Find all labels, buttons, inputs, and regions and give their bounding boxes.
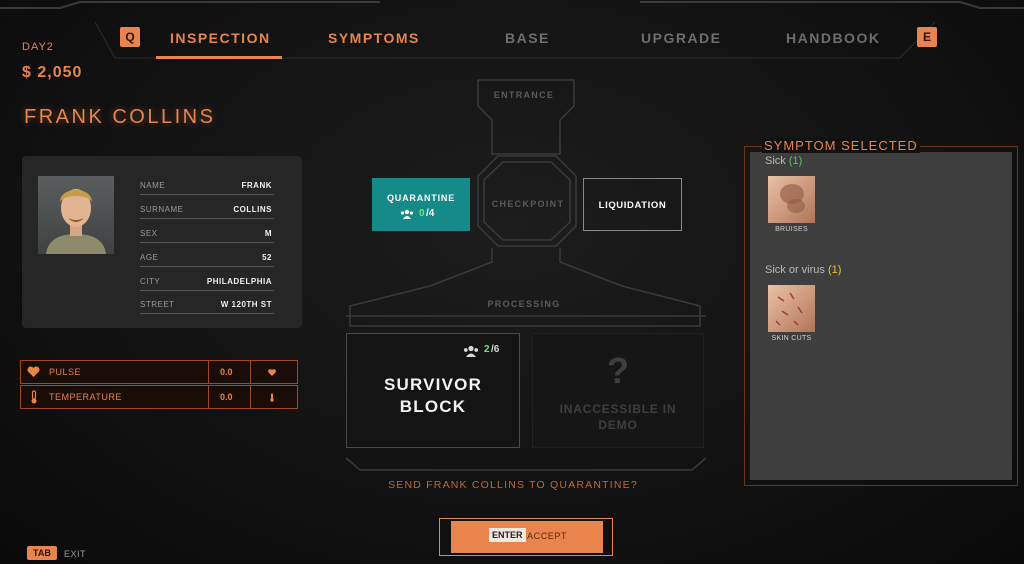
person-name: FRANK COLLINS: [24, 106, 216, 128]
bruises-label: BRUISES: [775, 226, 808, 233]
field-divider: [140, 194, 274, 195]
survivor-block[interactable]: 2 /6 SURVIVOR BLOCK: [346, 333, 520, 448]
field-divider: [140, 218, 274, 219]
temperature-row: TEMPERATURE 0.0: [20, 385, 298, 409]
field-value-surname: COLLINS: [233, 205, 272, 214]
symptom-count: (1): [827, 264, 842, 276]
tab-key[interactable]: TAB: [27, 546, 57, 560]
inaccessible-line2: DEMO: [598, 418, 638, 432]
survivor-max: /6: [491, 344, 500, 355]
tab-upgrade[interactable]: UPGRADE: [641, 30, 722, 46]
processing-label: PROCESSING: [487, 299, 561, 309]
skin-cuts-symptom[interactable]: [768, 285, 815, 332]
facility-map: [345, 79, 707, 471]
bruises-symptom[interactable]: [768, 176, 815, 223]
pulse-label: PULSE: [49, 367, 82, 377]
bruises-image: [780, 184, 805, 213]
skin-cuts-image: [775, 292, 803, 326]
symptom-panel-title: SYMPTOM SELECTED: [762, 138, 920, 153]
tab-inspection[interactable]: INSPECTION: [170, 30, 271, 46]
prev-tab-key[interactable]: Q: [120, 27, 140, 47]
quarantine-count: 0: [419, 208, 425, 219]
quarantine-button[interactable]: QUARANTINE 0 /4: [372, 178, 470, 231]
field-label-name: NAME: [140, 181, 166, 190]
pulse-row: PULSE 0.0: [20, 360, 298, 384]
next-tab-key[interactable]: E: [917, 27, 937, 47]
money-label: $ 2,050: [22, 64, 83, 81]
symptom-category: Sick or virus: [765, 264, 825, 276]
thermometer-icon: [31, 390, 37, 404]
pulse-value: 0.0: [220, 367, 233, 377]
accept-button[interactable]: ENTER ACCEPT: [451, 521, 603, 553]
field-label-age: AGE: [140, 253, 159, 262]
person-avatar: [46, 189, 106, 254]
quarantine-label: QUARANTINE: [387, 193, 455, 203]
thermometer-small-icon: [270, 393, 274, 402]
field-label-surname: SURNAME: [140, 205, 184, 214]
question-icon: ?: [607, 350, 629, 391]
active-tab-indicator: [156, 56, 282, 59]
heart-icon: [27, 366, 40, 377]
accept-label: ACCEPT: [527, 531, 568, 541]
symptom-category: Sick: [765, 155, 786, 167]
field-divider: [140, 313, 274, 314]
temperature-value: 0.0: [220, 392, 233, 402]
people-icon: [400, 209, 414, 219]
field-value-street: W 120TH ST: [220, 300, 272, 309]
day-label: DAY2: [22, 41, 54, 53]
quarantine-max: /4: [426, 208, 435, 219]
survivor-count: 2: [484, 344, 490, 355]
tab-handbook[interactable]: HANDBOOK: [786, 30, 881, 46]
field-label-city: CITY: [140, 277, 161, 286]
entrance-label: ENTRANCE: [493, 90, 555, 100]
people-icon: [463, 345, 479, 357]
survivor-label-line1: SURVIVOR: [383, 375, 483, 394]
temperature-label: TEMPERATURE: [49, 392, 122, 402]
field-value-city: PHILADELPHIA: [206, 277, 272, 286]
field-label-sex: SEX: [140, 229, 158, 238]
field-value-name: FRANK: [241, 181, 272, 190]
enter-key: ENTER: [489, 528, 526, 542]
symptom-count: (1): [788, 155, 803, 167]
field-value-age: 52: [262, 253, 272, 262]
confirm-prompt: SEND FRANK COLLINS TO QUARANTINE?: [388, 479, 638, 491]
heart-small-icon: [268, 369, 276, 376]
inaccessible-line1: INACCESSIBLE IN: [559, 402, 677, 416]
field-divider: [140, 266, 274, 267]
portrait: [38, 176, 114, 254]
exit-label[interactable]: EXIT: [64, 549, 87, 559]
liquidation-button[interactable]: LIQUIDATION: [583, 178, 682, 231]
accept-button-frame: [439, 518, 613, 556]
field-label-street: STREET: [140, 300, 175, 309]
checkpoint-label[interactable]: CHECKPOINT: [491, 199, 565, 209]
tab-symptoms[interactable]: SYMPTOMS: [328, 30, 420, 46]
symptom-group-sick-or-virus: Sick or virus (1): [765, 264, 841, 276]
field-divider: [140, 242, 274, 243]
tab-base[interactable]: BASE: [505, 30, 550, 46]
skin-cuts-label: SKIN CUTS: [771, 335, 812, 342]
field-value-sex: M: [264, 229, 272, 238]
liquidation-label: LIQUIDATION: [598, 200, 667, 211]
survivor-label-line2: BLOCK: [399, 397, 467, 416]
inaccessible-block: ? INACCESSIBLE IN DEMO: [532, 333, 704, 448]
symptom-group-sick: Sick (1): [765, 155, 802, 167]
field-divider: [140, 290, 274, 291]
